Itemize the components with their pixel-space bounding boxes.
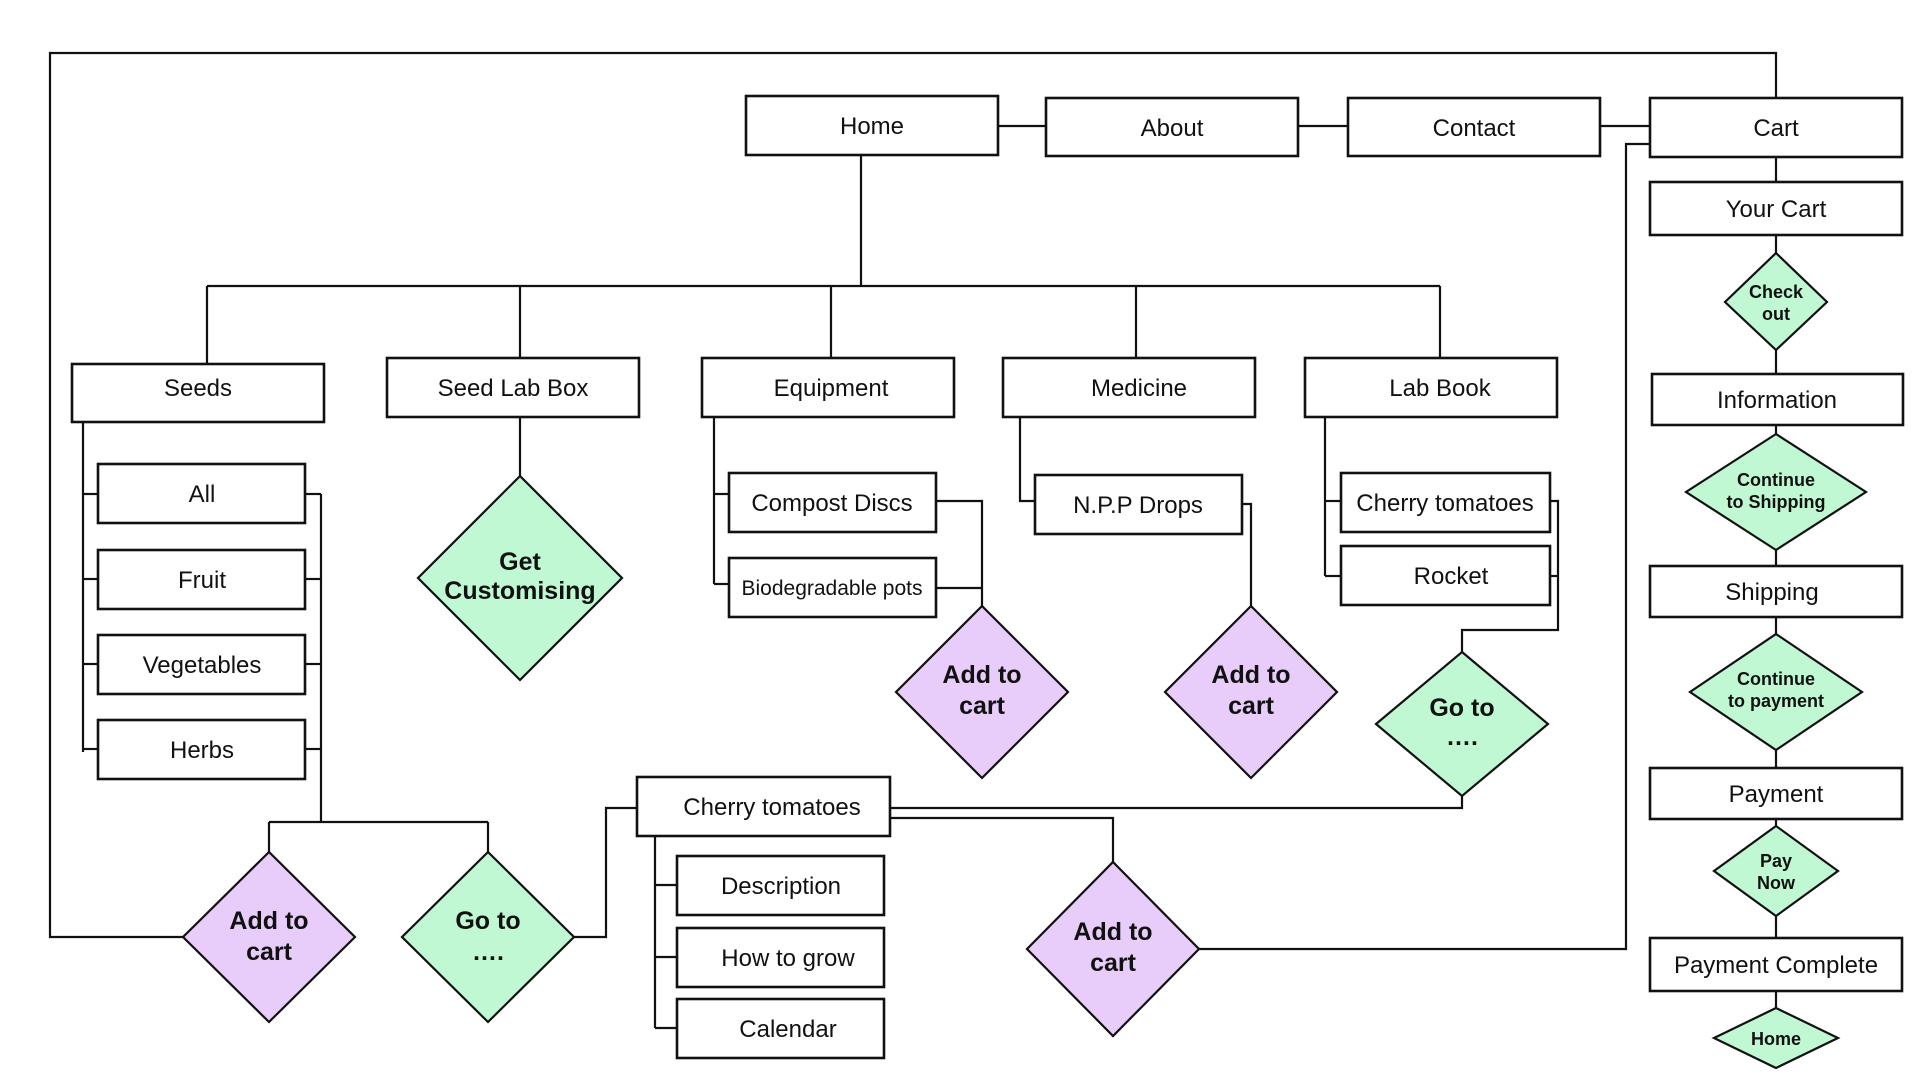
add-to-cart-line2: cart bbox=[1228, 692, 1275, 720]
contact-label: Contact bbox=[1433, 115, 1516, 142]
check-out-line1: Check bbox=[1749, 282, 1804, 302]
check-out-diamond[interactable]: Check out bbox=[1723, 251, 1829, 352]
go-to-line2: …. bbox=[472, 938, 504, 966]
equipment-item-label: Compost Discs bbox=[751, 490, 912, 517]
product-title-label: Cherry tomatoes bbox=[683, 794, 860, 821]
seed-lab-box-box[interactable]: Seed Lab Box bbox=[385, 356, 641, 419]
cart-label: Cart bbox=[1753, 115, 1799, 142]
equipment-item-biodegradable-pots[interactable]: Biodegradable pots bbox=[727, 556, 938, 619]
equipment-label: Equipment bbox=[774, 375, 889, 402]
labbook-item-cherry-tomatoes[interactable]: Cherry tomatoes bbox=[1339, 471, 1552, 534]
seeds-label: Seeds bbox=[164, 375, 232, 402]
home-diamond-label: Home bbox=[1751, 1029, 1801, 1049]
seeds-item-label: Vegetables bbox=[143, 652, 262, 679]
add-to-cart-line1: Add to bbox=[229, 907, 308, 935]
continue-payment-line2: to payment bbox=[1728, 691, 1824, 711]
medicine-add-to-cart-diamond[interactable]: Add to cart bbox=[1163, 604, 1339, 780]
your-cart-label: Your Cart bbox=[1726, 196, 1827, 223]
seeds-item-label: Fruit bbox=[178, 567, 226, 594]
go-to-line1: Go to bbox=[455, 907, 520, 935]
seeds-item-label: All bbox=[189, 481, 216, 508]
seeds-box[interactable]: Seeds bbox=[70, 362, 326, 424]
product-item-label: Calendar bbox=[739, 1016, 836, 1043]
cart-box[interactable]: Cart bbox=[1648, 96, 1904, 159]
add-to-cart-line2: cart bbox=[959, 692, 1006, 720]
continue-to-shipping-diamond[interactable]: Continue to Shipping bbox=[1683, 432, 1869, 552]
get-customising-line1: Get bbox=[499, 548, 541, 576]
seeds-item-all[interactable]: All bbox=[96, 462, 307, 525]
seeds-item-fruit[interactable]: Fruit bbox=[96, 548, 307, 611]
shipping-label: Shipping bbox=[1725, 579, 1818, 606]
information-label: Information bbox=[1717, 387, 1837, 414]
lab-book-box[interactable]: Lab Book bbox=[1303, 356, 1559, 419]
information-box[interactable]: Information bbox=[1650, 372, 1905, 427]
connector-lines bbox=[48, 51, 1778, 1030]
product-how-to-grow-box[interactable]: How to grow bbox=[675, 926, 886, 989]
about-box[interactable]: About bbox=[1044, 96, 1300, 158]
continue-shipping-line2: to Shipping bbox=[1727, 492, 1826, 512]
pay-now-line1: Pay bbox=[1760, 851, 1792, 871]
product-calendar-box[interactable]: Calendar bbox=[675, 997, 886, 1060]
payment-label: Payment bbox=[1729, 781, 1824, 808]
payment-complete-box[interactable]: Payment Complete bbox=[1648, 936, 1904, 993]
labbook-go-to-diamond[interactable]: Go to …. bbox=[1374, 650, 1550, 798]
payment-box[interactable]: Payment bbox=[1648, 766, 1904, 821]
get-customising-line2: Customising bbox=[444, 577, 595, 605]
add-to-cart-line1: Add to bbox=[1073, 918, 1152, 946]
your-cart-box[interactable]: Your Cart bbox=[1648, 180, 1904, 237]
equipment-item-label: Biodegradable pots bbox=[742, 577, 923, 600]
add-to-cart-line1: Add to bbox=[1211, 661, 1290, 689]
medicine-item-npp-drops[interactable]: N.P.P Drops bbox=[1033, 473, 1244, 536]
go-to-line2: …. bbox=[1446, 723, 1478, 751]
pay-now-line2: Now bbox=[1757, 873, 1796, 893]
equipment-add-to-cart-diamond[interactable]: Add to cart bbox=[894, 604, 1070, 780]
medicine-box[interactable]: Medicine bbox=[1001, 356, 1257, 419]
add-to-cart-line2: cart bbox=[1090, 949, 1137, 977]
go-to-line1: Go to bbox=[1429, 694, 1494, 722]
seeds-item-label: Herbs bbox=[170, 737, 234, 764]
add-to-cart-line1: Add to bbox=[942, 661, 1021, 689]
pay-now-diamond[interactable]: Pay Now bbox=[1712, 824, 1840, 918]
labbook-item-label: Cherry tomatoes bbox=[1356, 490, 1533, 517]
get-customising-diamond[interactable]: Get Customising bbox=[416, 474, 624, 682]
check-out-line2: out bbox=[1762, 304, 1790, 324]
add-to-cart-line2: cart bbox=[246, 938, 293, 966]
medicine-item-label: N.P.P Drops bbox=[1073, 492, 1203, 519]
continue-shipping-line1: Continue bbox=[1737, 470, 1815, 490]
seed-lab-box-label: Seed Lab Box bbox=[438, 375, 589, 402]
equipment-box[interactable]: Equipment bbox=[700, 356, 956, 419]
labbook-item-rocket[interactable]: Rocket bbox=[1339, 544, 1552, 607]
home-box[interactable]: Home bbox=[744, 94, 1000, 157]
continue-payment-line1: Continue bbox=[1737, 669, 1815, 689]
contact-box[interactable]: Contact bbox=[1346, 96, 1602, 158]
lab-book-label: Lab Book bbox=[1389, 375, 1491, 402]
product-description-box[interactable]: Description bbox=[675, 854, 886, 917]
product-item-label: How to grow bbox=[721, 945, 855, 972]
seeds-item-vegetables[interactable]: Vegetables bbox=[96, 633, 307, 696]
home-label: Home bbox=[840, 113, 904, 140]
home-diamond[interactable]: Home bbox=[1711, 1006, 1841, 1070]
seeds-item-herbs[interactable]: Herbs bbox=[96, 718, 307, 781]
equipment-item-compost-discs[interactable]: Compost Discs bbox=[727, 471, 938, 534]
product-cherry-tomatoes-box[interactable]: Cherry tomatoes bbox=[635, 775, 892, 838]
shipping-box[interactable]: Shipping bbox=[1648, 564, 1904, 619]
product-add-to-cart-diamond[interactable]: Add to cart bbox=[1025, 860, 1201, 1038]
medicine-label: Medicine bbox=[1091, 375, 1187, 402]
seeds-go-to-diamond[interactable]: Go to …. bbox=[400, 850, 576, 1024]
product-item-label: Description bbox=[721, 873, 841, 900]
seeds-add-to-cart-diamond[interactable]: Add to cart bbox=[181, 850, 357, 1024]
about-label: About bbox=[1141, 115, 1204, 142]
labbook-item-label: Rocket bbox=[1414, 563, 1489, 590]
payment-complete-label: Payment Complete bbox=[1674, 952, 1878, 979]
continue-to-payment-diamond[interactable]: Continue to payment bbox=[1688, 632, 1864, 752]
